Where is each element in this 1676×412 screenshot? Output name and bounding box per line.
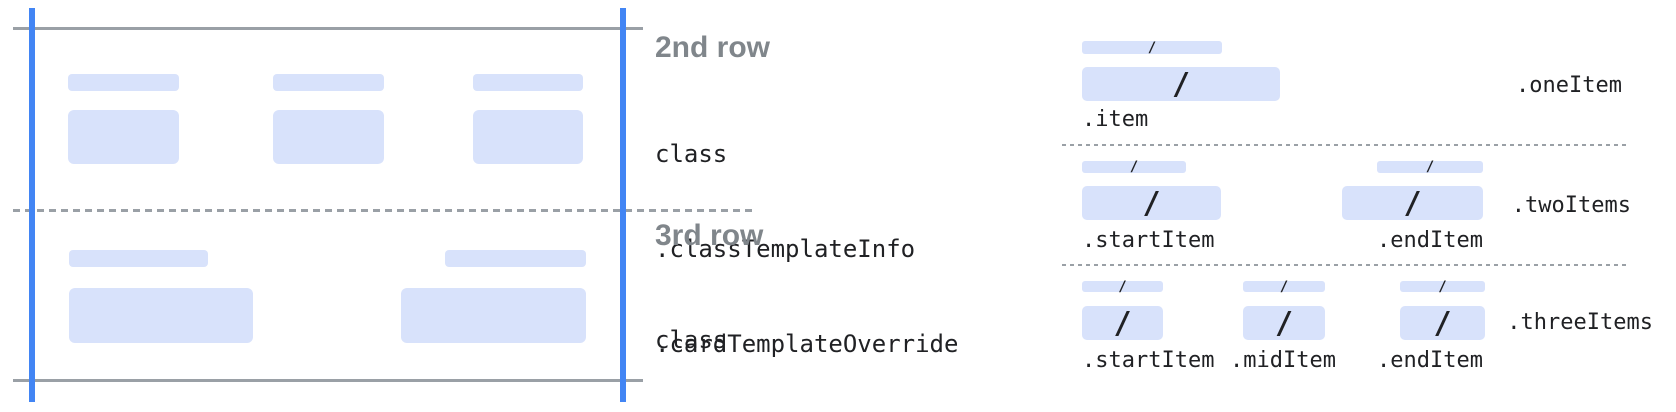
slash-glyph: / [1113, 305, 1132, 341]
row-divider-dashed-line [13, 209, 755, 212]
field-label-placeholder [273, 74, 384, 91]
mid-item-label-bar: / [1243, 278, 1325, 295]
code-line: class [655, 326, 728, 355]
end-item-label-bar: / [1377, 159, 1483, 175]
item-value-bar: / [1082, 66, 1280, 102]
margin-guide-left [29, 8, 35, 402]
slash-glyph: / [1118, 278, 1127, 295]
row-boundary-bottom-line [13, 379, 643, 382]
item-field-label: .item [1082, 107, 1149, 132]
slash-glyph: / [1147, 39, 1157, 56]
slash-glyph: / [1129, 159, 1139, 175]
end-item-field-label: .endItem [1377, 348, 1483, 373]
field-value-placeholder [68, 110, 179, 164]
layout-name-three-items: .threeItems [1507, 310, 1653, 335]
end-item-value-bar: / [1342, 185, 1483, 221]
end-item-label-bar: / [1400, 278, 1485, 295]
code-line: class [655, 140, 728, 169]
slash-glyph: / [1171, 66, 1191, 102]
end-item-value-bar: / [1400, 305, 1485, 341]
row-boundary-top-line [13, 27, 643, 30]
code-line: .classTemplateInfo [655, 234, 916, 263]
mid-item-field-label: .midItem [1230, 348, 1336, 373]
layout-name-two-items: .twoItems [1511, 193, 1631, 218]
layout-name-one-item: .oneItem [1516, 73, 1622, 98]
margin-guide-right [620, 8, 626, 402]
code-line: .cardTemplateOverride [655, 329, 959, 358]
slash-glyph: / [1142, 185, 1161, 221]
slash-glyph: / [1274, 305, 1294, 341]
end-item-field-label: .endItem [1377, 228, 1483, 253]
start-item-field-label: .startItem [1082, 348, 1215, 373]
row3-path: class .classTemplateInfo .cardTemplateOv… [655, 262, 1002, 412]
field-label-placeholder [473, 74, 583, 91]
item-label-bar: / [1082, 39, 1222, 56]
start-item-label-bar: / [1082, 278, 1163, 295]
slash-glyph: / [1425, 159, 1435, 175]
slash-glyph: / [1438, 278, 1447, 295]
row2-path: class .classTemplateInfo .cardTemplateOv… [655, 76, 1002, 412]
start-item-field-label: .startItem [1082, 228, 1215, 253]
layout-separator-dotted [1062, 144, 1630, 146]
field-label-placeholder [445, 250, 586, 267]
row2-heading: 2nd row [655, 31, 771, 64]
start-item-label-bar: / [1082, 159, 1186, 175]
slash-glyph: / [1279, 278, 1289, 295]
mid-item-value-bar: / [1243, 305, 1325, 341]
start-item-value-bar: / [1082, 185, 1221, 221]
field-value-placeholder [69, 288, 253, 343]
slash-glyph: / [1433, 305, 1452, 341]
field-label-placeholder [68, 74, 179, 91]
row3-heading: 3rd row [655, 219, 764, 252]
slash-glyph: / [1403, 185, 1422, 221]
start-item-value-bar: / [1082, 305, 1163, 341]
field-value-placeholder [273, 110, 384, 164]
field-value-placeholder [401, 288, 586, 343]
field-value-placeholder [473, 110, 583, 164]
layout-separator-dotted [1062, 264, 1630, 266]
field-label-placeholder [69, 250, 208, 267]
